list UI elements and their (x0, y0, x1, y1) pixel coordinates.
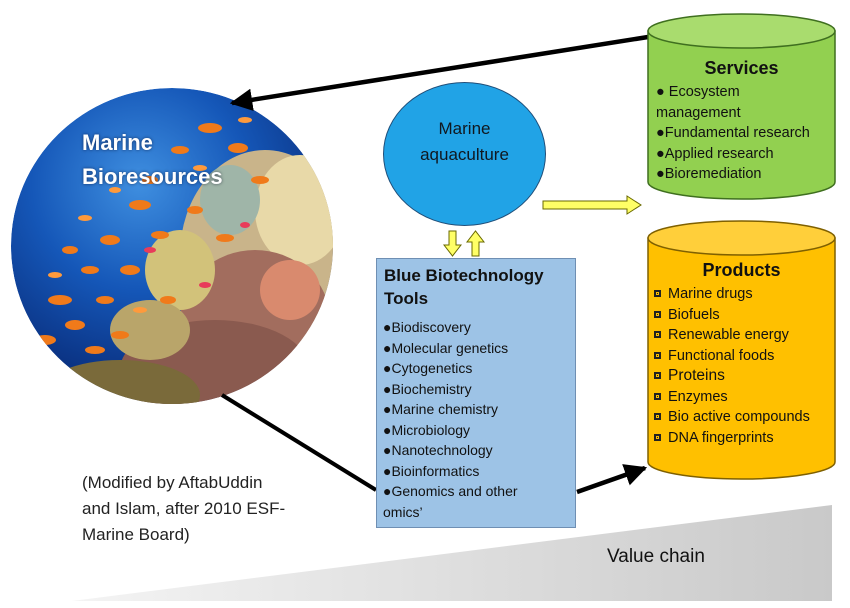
bioresources-title-line1: Marine (82, 130, 153, 155)
square-bullet-icon (654, 413, 661, 420)
yellow-arrow-right (542, 195, 642, 215)
tools-item: ●Biodiscovery (383, 319, 471, 335)
arrow-services-to-bioresources (229, 34, 649, 111)
products-item-label: DNA fingerprints (668, 429, 774, 446)
products-item: Biofuels (654, 305, 834, 326)
products-item: Enzymes (654, 387, 834, 408)
products-title: Products (702, 260, 781, 280)
arrow-tools-to-products (576, 464, 648, 495)
products-cylinder (647, 220, 836, 480)
tools-item: ●Bioinformatics (383, 462, 480, 479)
services-item: ●Fundamental research (656, 125, 810, 141)
services-item: ●Applied research (656, 145, 774, 162)
products-item-label: Renewable energy (668, 327, 789, 343)
aquaculture-circle (383, 82, 546, 226)
products-item-label: Marine drugs (668, 286, 753, 302)
products-item: DNA fingerprints (654, 428, 834, 449)
products-item: Bio active compounds (654, 407, 834, 428)
products-list: Marine drugs Biofuels Renewable energy F… (654, 284, 834, 448)
square-bullet-icon (654, 290, 661, 297)
products-item: Proteins (654, 366, 834, 387)
products-item: Renewable energy (654, 325, 834, 346)
tools-item: ●Biochemistry (383, 380, 472, 397)
value-chain-label: Value chain (607, 546, 705, 567)
aquaculture-label-line2: aquaculture (420, 145, 509, 164)
caption-line1: (Modified by AftabUddin (82, 473, 263, 492)
products-item: Functional foods (654, 346, 834, 367)
products-item: Marine drugs (654, 284, 834, 305)
square-bullet-icon (654, 433, 661, 441)
caption-line3: Marine Board) (82, 525, 190, 544)
bioresources-title-line2: Bioresources (82, 164, 223, 189)
tools-title-line2: Tools (384, 289, 429, 308)
tools-box (376, 258, 576, 528)
services-item: ●Bioremediation (656, 166, 762, 182)
products-item-label: Functional foods (668, 347, 775, 364)
updown-arrows (442, 230, 486, 257)
value-chain-wedge (72, 505, 832, 601)
tools-list: ●Biodiscovery ●Molecular genetics ●Cytog… (383, 317, 575, 522)
caption-line2: and Islam, after 2010 ESF- (82, 499, 286, 518)
aquaculture-label: Marine aquaculture (383, 116, 546, 168)
source-caption: (Modified by AftabUddin and Islam, after… (82, 470, 332, 548)
tools-item: omics’ (383, 503, 423, 520)
services-cylinder (647, 13, 836, 200)
bioresources-title: Marine Bioresources (82, 126, 282, 194)
products-item-label: Enzymes (668, 388, 728, 405)
services-list: ● Ecosystem management ●Fundamental rese… (656, 82, 836, 185)
aquaculture-label-line1: Marine (438, 119, 491, 138)
products-item-label: Proteins (668, 367, 725, 384)
square-bullet-icon (654, 392, 661, 400)
products-item-label: Bio active compounds (668, 409, 810, 425)
tools-item: ●Genomics and other (383, 483, 518, 499)
services-title: Services (704, 58, 779, 78)
line-bioresources-to-tools (220, 393, 378, 492)
square-bullet-icon (654, 351, 661, 359)
services-item: management (656, 104, 741, 121)
square-bullet-icon (654, 310, 661, 318)
products-item-label: Biofuels (668, 306, 720, 323)
tools-item: ●Nanotechnology (383, 442, 493, 458)
square-bullet-icon (654, 331, 661, 338)
tools-item: ●Molecular genetics (383, 339, 509, 356)
tools-title-line1: Blue Biotechnology (384, 266, 544, 285)
services-item: ● Ecosystem (656, 84, 740, 100)
tools-item: ●Cytogenetics (383, 360, 473, 376)
tools-title: Blue Biotechnology Tools (384, 264, 574, 310)
tools-item: ●Microbiology (383, 421, 471, 438)
square-bullet-icon (654, 372, 661, 379)
tools-item: ●Marine chemistry (383, 401, 499, 417)
